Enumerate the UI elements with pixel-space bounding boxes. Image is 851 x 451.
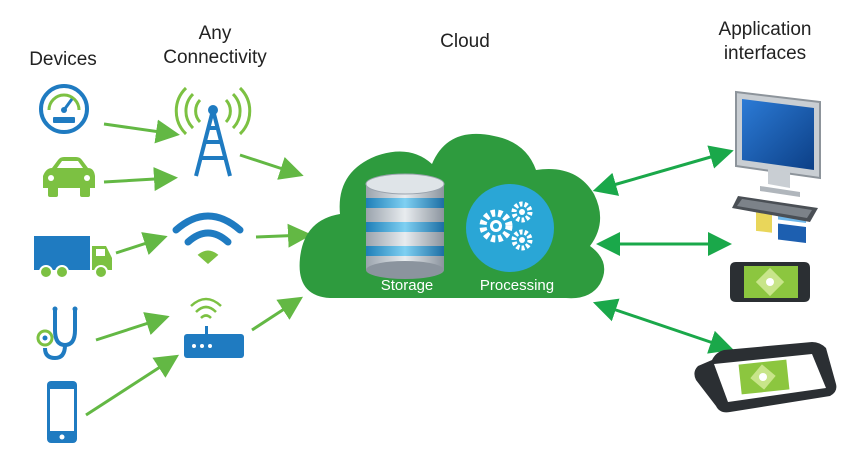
gauge-icon xyxy=(39,84,89,134)
connectivity-heading: Any Connectivity xyxy=(163,23,267,68)
desktop-monitor-icon xyxy=(732,90,821,243)
tablet-app-icon xyxy=(694,342,837,413)
cloud-heading: Cloud xyxy=(440,31,490,52)
stethoscope-icon xyxy=(36,306,78,361)
truck-icon xyxy=(34,236,112,279)
smartphone-icon xyxy=(47,381,77,443)
wifi-icon xyxy=(172,212,244,264)
car-icon xyxy=(43,157,95,197)
router-icon xyxy=(184,297,244,358)
cell-tower-icon xyxy=(174,86,252,177)
processing-label: Processing xyxy=(480,277,554,294)
processing-gears-icon xyxy=(466,184,554,272)
connectivity-cloud-arrows xyxy=(239,153,312,332)
storage-label: Storage xyxy=(381,277,434,294)
smartphone-app-icon xyxy=(730,262,810,302)
devices-heading: Devices xyxy=(29,49,97,70)
device-connectivity-arrows xyxy=(85,119,180,417)
cloud-shape xyxy=(299,133,605,299)
storage-database-icon xyxy=(365,173,445,279)
cloud-application-arrows xyxy=(592,145,734,354)
application-interfaces-heading: Application interfaces xyxy=(718,19,812,64)
